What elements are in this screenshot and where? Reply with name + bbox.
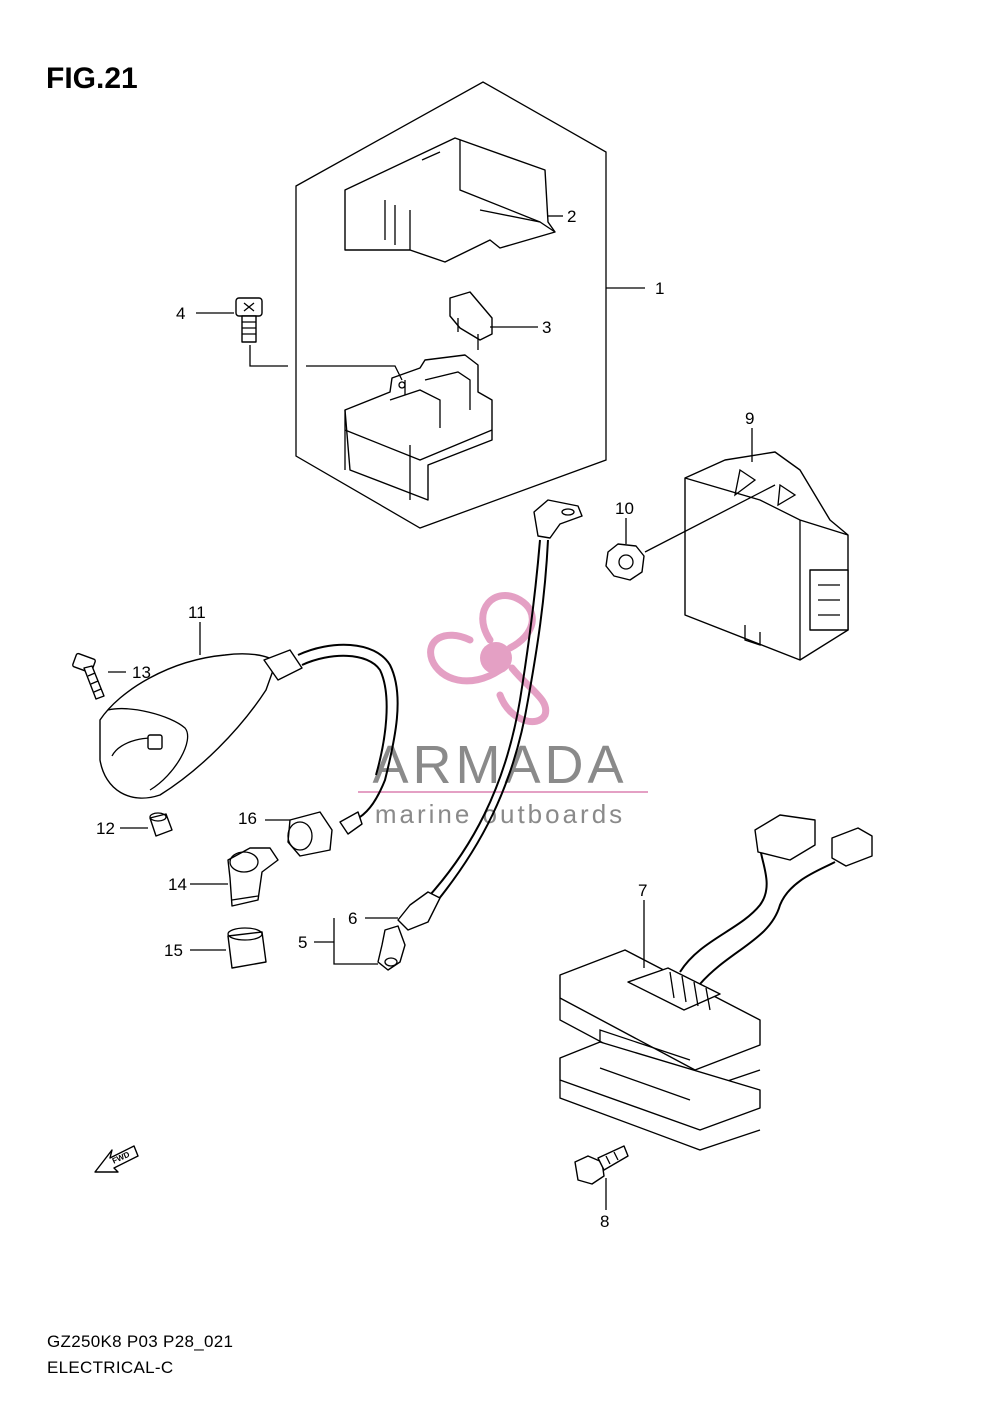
part-9-ecu <box>684 451 849 661</box>
callout-15: 15 <box>164 941 183 960</box>
figure-code: GZ250K8 P03 P28_021 <box>47 1332 234 1351</box>
callout-16: 16 <box>238 809 257 828</box>
callout-14: 14 <box>168 875 187 894</box>
part-8-bolt <box>574 1145 629 1185</box>
part-13-bolt <box>72 652 105 700</box>
callout-4: 4 <box>176 304 185 323</box>
part-4-screw <box>235 297 263 343</box>
part-12-bushing <box>149 812 173 837</box>
relay-holder <box>344 354 493 501</box>
callout-11: 11 <box>188 603 206 622</box>
callout-12: 12 <box>96 819 115 838</box>
part-3-fuse <box>449 291 493 350</box>
leader-lines <box>108 215 776 1210</box>
callout-13: 13 <box>132 663 151 682</box>
part-11-ignition-coil <box>99 643 399 821</box>
callout-6: 6 <box>348 909 357 928</box>
callout-labels: 1 2 3 4 5 6 7 8 9 10 11 12 13 14 15 16 <box>96 207 754 1231</box>
part-10-nut <box>605 543 645 581</box>
figure-title: FIG.21 <box>46 62 138 95</box>
callout-9: 9 <box>745 409 754 428</box>
callout-3: 3 <box>542 318 551 337</box>
callout-7: 7 <box>638 881 647 900</box>
callout-8: 8 <box>600 1212 609 1231</box>
part-15-sleeve <box>227 927 267 969</box>
callout-1: 1 <box>655 279 664 298</box>
callout-10: 10 <box>615 499 634 518</box>
armada-logo-icon <box>427 592 550 726</box>
watermark-tagline: marine outboards <box>375 799 625 829</box>
part-2-cover <box>344 137 556 263</box>
part-7-regulator <box>559 814 873 1151</box>
watermark-brand: ARMADA <box>372 735 627 795</box>
fwd-arrow-icon: FWD <box>94 1145 139 1173</box>
figure-subtitle: ELECTRICAL-C <box>47 1358 174 1377</box>
part-6-ground-cable <box>377 499 583 971</box>
part-14-spark-plug-cap <box>227 847 279 907</box>
armada-watermark: ARMADA marine outboards <box>358 592 648 829</box>
callout-5: 5 <box>298 933 307 952</box>
callout-2: 2 <box>567 207 576 226</box>
part-16-plug-cap <box>287 811 363 857</box>
kit-outline <box>295 81 607 529</box>
